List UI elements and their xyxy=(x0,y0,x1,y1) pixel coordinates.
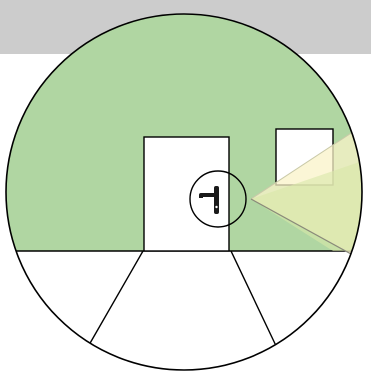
room-illustration xyxy=(0,0,371,371)
room-scene xyxy=(0,0,371,371)
